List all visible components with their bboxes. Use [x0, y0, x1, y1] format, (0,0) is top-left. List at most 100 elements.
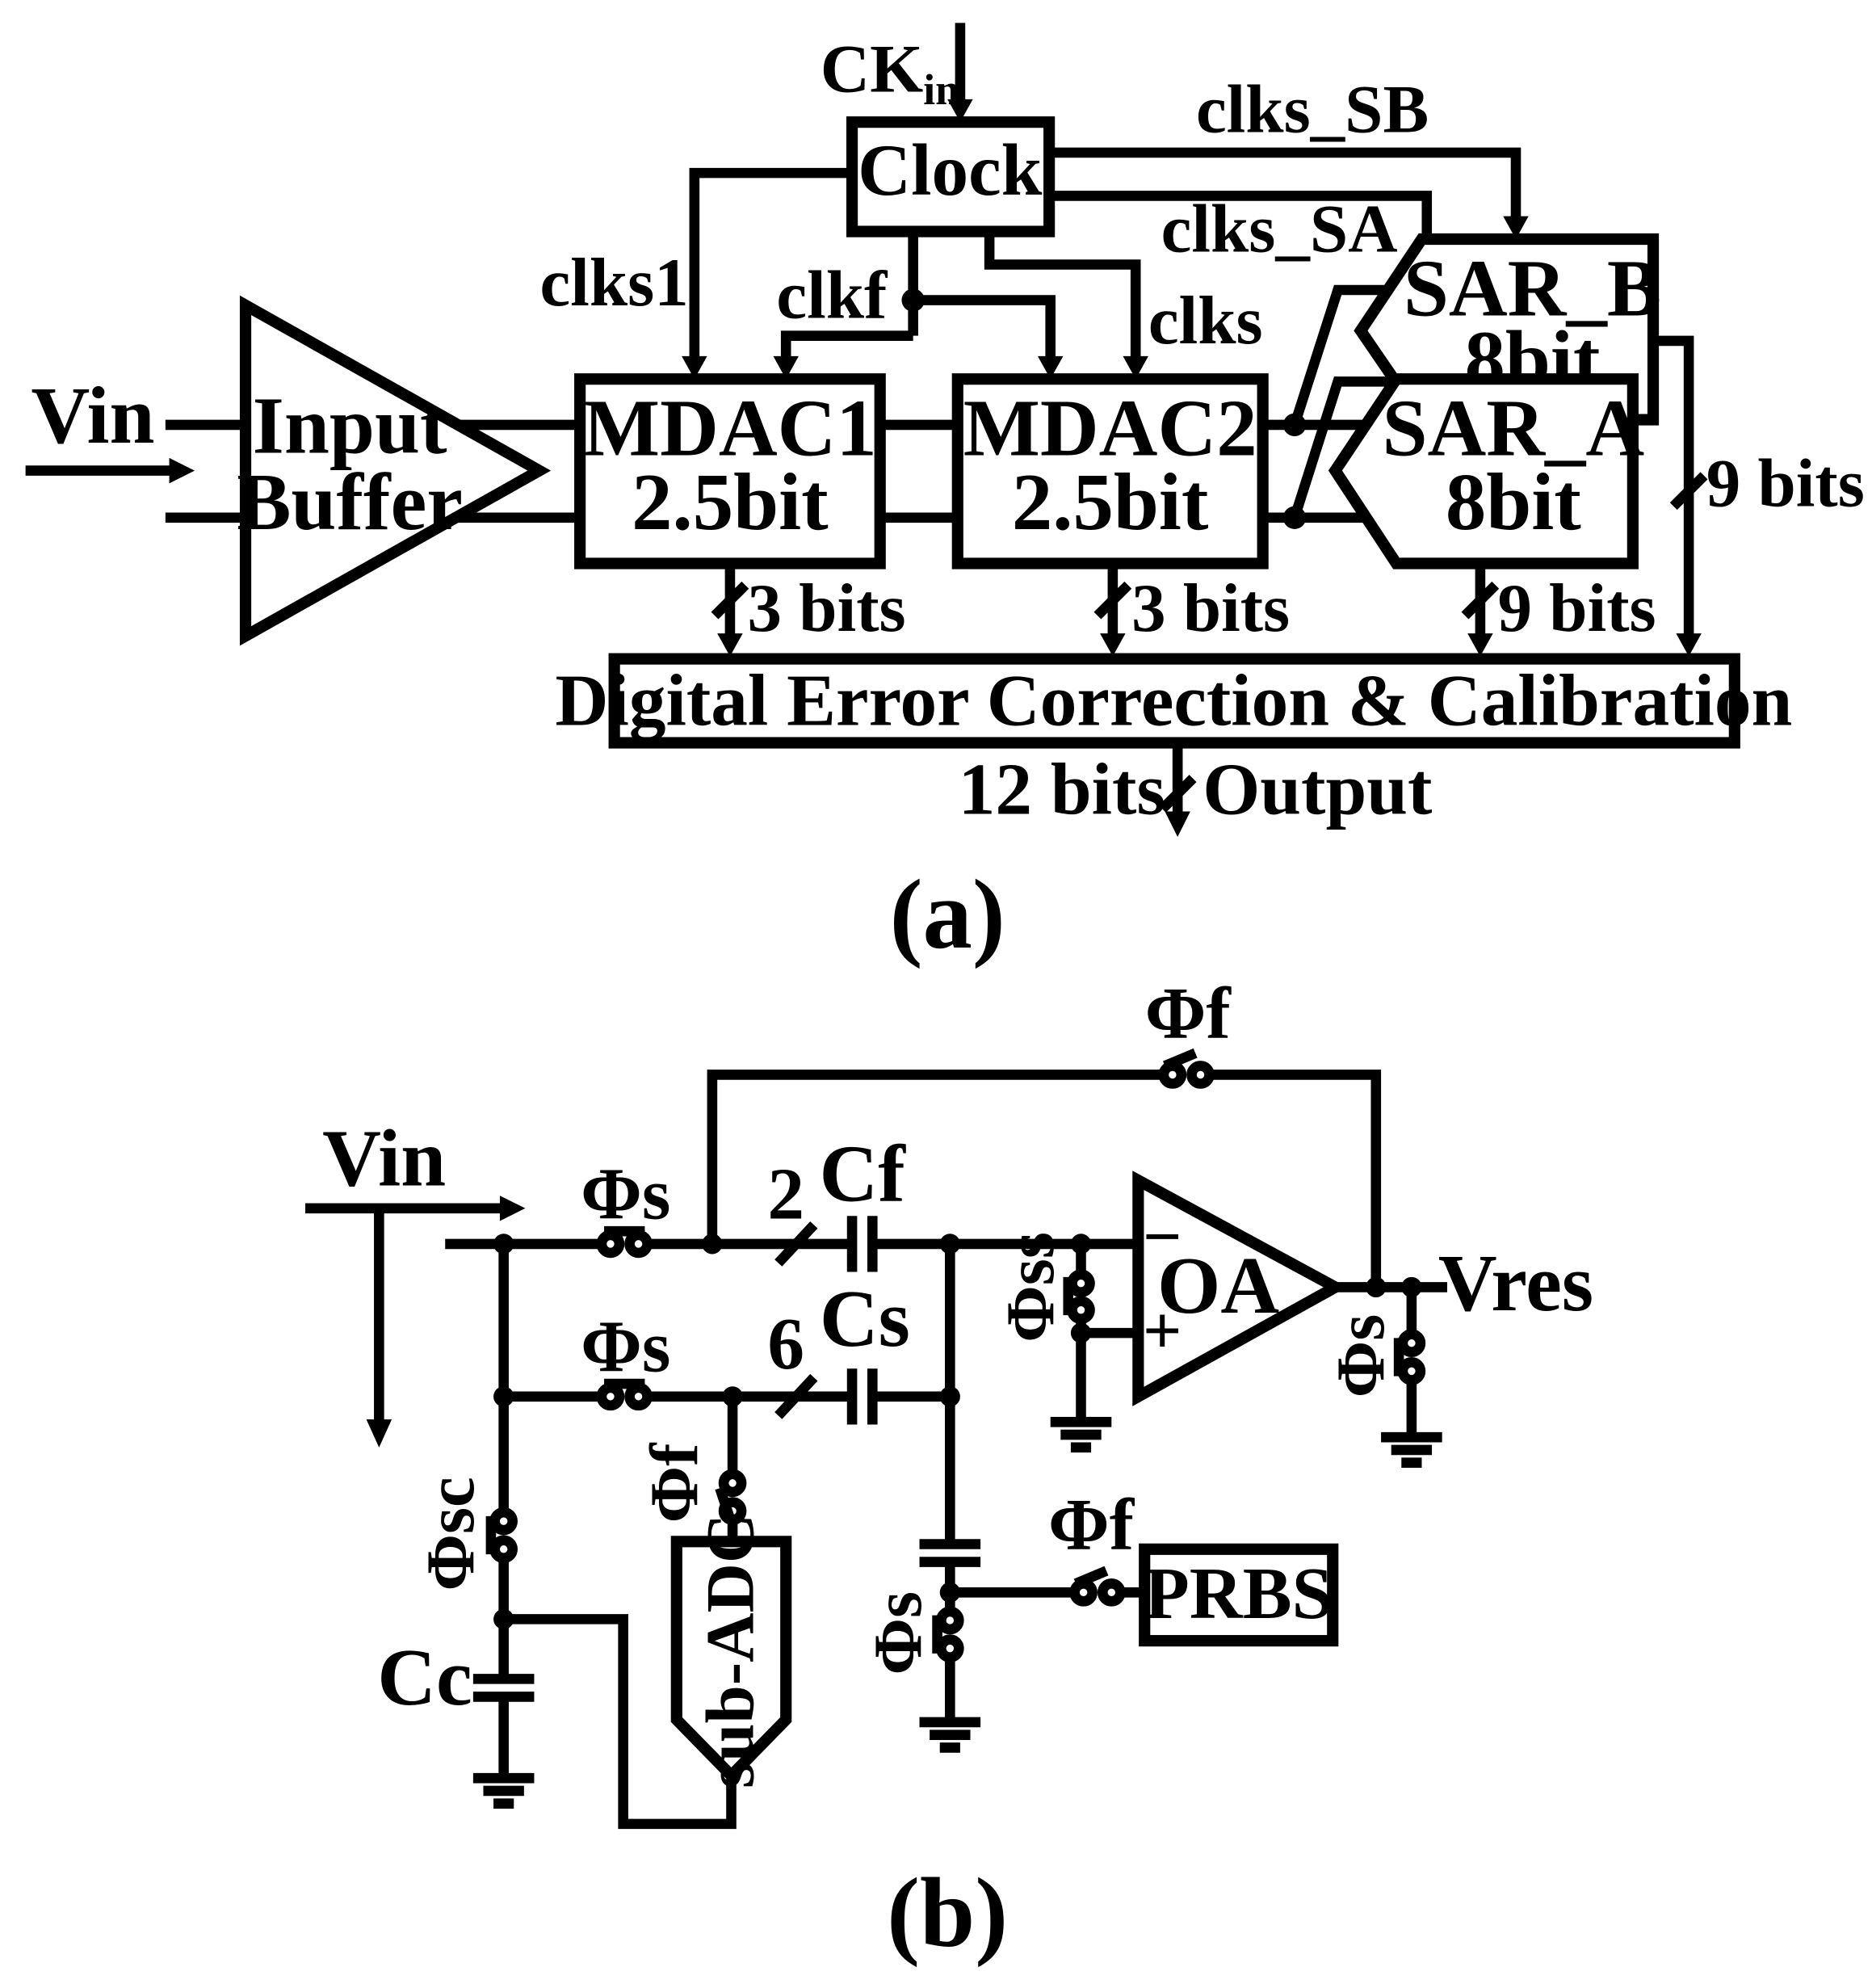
- sub-adc-block: [670, 1536, 792, 1784]
- clks-label: clks: [1148, 283, 1263, 359]
- summing-node-cs: [939, 1386, 960, 1407]
- phi-s-out-label: Φs: [1323, 1314, 1399, 1398]
- phi-s-out-switch-bottom: [1397, 1357, 1426, 1385]
- sar-b-output-arrowhead: [1676, 633, 1702, 657]
- phi-sc-label: Φsc: [413, 1477, 489, 1591]
- clks-sb-label: clks_SB: [1196, 72, 1429, 148]
- vin-a-arrowhead: [169, 457, 195, 484]
- vin-b-arrowhead-right: [499, 1196, 526, 1221]
- clks-sb-arrowhead: [1503, 216, 1529, 240]
- clock-label: Clock: [858, 129, 1042, 211]
- opamp-minus-sign: −: [1143, 1199, 1182, 1275]
- vin-b-label: Vin: [322, 1112, 446, 1203]
- input-buffer-label-1: Input: [253, 380, 447, 471]
- phi-f-prbs-label: Φf: [1048, 1484, 1135, 1566]
- phi-s-1-label: Φs: [581, 1153, 670, 1234]
- ckin-label: CKin: [821, 31, 959, 114]
- clkf-to-mdac1-wire: [780, 330, 913, 359]
- phi-f-top-switch-right: [1186, 1061, 1215, 1089]
- block-diagram-a: CKin Clock clks_SB clks_SA clks1 clkf cl…: [25, 23, 1865, 969]
- phi-sc-switch-top: [489, 1507, 518, 1536]
- phi-f-sub-switch-blade: [715, 1486, 735, 1520]
- phi-sc-switch-bottom: [489, 1535, 518, 1564]
- output-bits-label: 12 bits: [959, 749, 1165, 830]
- mdac1-bits-label: 3 bits: [748, 570, 906, 646]
- feedback-right-wire: [1209, 1070, 1382, 1288]
- opamp-plus-sign: +: [1143, 1292, 1182, 1368]
- prbs-label: PRBS: [1144, 1553, 1333, 1634]
- sar-b-label-1: SAR_B: [1404, 242, 1661, 333]
- sar-b-input-wire-top: [1290, 284, 1387, 427]
- mdac2-label-2: 2.5bit: [1012, 456, 1209, 547]
- clkf-label: clkf: [776, 258, 888, 334]
- mdac2-block: [951, 373, 1269, 570]
- sar-b-bits-label: 9 bits: [1706, 446, 1865, 522]
- cf-bus-slash: [774, 1221, 818, 1267]
- phi-s-prbs-switch-top: [935, 1606, 964, 1635]
- clks1-label: clks1: [540, 245, 689, 321]
- sar-b-input-wire-bottom: [1290, 376, 1400, 519]
- clks-wire: [984, 231, 1141, 359]
- phi-s-1-switch-right: [624, 1229, 653, 1259]
- clks-sa-label: clks_SA: [1161, 191, 1398, 267]
- mdac1-block: [574, 373, 886, 570]
- sar-a-bus-slash: [1461, 581, 1500, 620]
- sar-a-label-1: SAR_A: [1382, 383, 1644, 473]
- cs-mult-label: 6: [767, 1303, 804, 1385]
- phi-ss-switch-top: [1067, 1269, 1095, 1298]
- mdac1-label-1: MDAC1: [583, 383, 877, 473]
- clkf-mdac1-arrowhead: [773, 355, 799, 380]
- cf-label: Cf: [820, 1128, 907, 1218]
- phi-f-sub-switch-top: [718, 1469, 747, 1498]
- vin-a-label: Vin: [31, 370, 155, 460]
- output-arrowhead: [1165, 811, 1190, 838]
- sar-a-label-2: 8bit: [1446, 456, 1581, 547]
- phi-s-2-label: Φs: [581, 1305, 670, 1387]
- dec-block: [608, 653, 1740, 749]
- cs-bus-slash: [774, 1373, 818, 1419]
- sar-a-block: [1328, 373, 1639, 570]
- sar-a-bits-arrowhead: [1467, 633, 1493, 657]
- sar-b-output-wire: [1653, 335, 1694, 637]
- subadc-to-cc-wire: [503, 1614, 737, 1830]
- input-buffer: [239, 295, 552, 646]
- mdac-schematic-b: Vin Φs 2 Cf Φf OA − +: [305, 973, 1593, 1968]
- phi-ss-label: Φss: [993, 1232, 1068, 1343]
- phi-f-top-label: Φf: [1145, 973, 1232, 1054]
- sar-a-bits-label: 9 bits: [1498, 570, 1656, 646]
- cc-node: [493, 1608, 514, 1629]
- clkf-mdac2-arrowhead: [1037, 355, 1064, 380]
- mdac1-bits-arrowhead: [717, 633, 743, 657]
- cf-mult-label: 2: [767, 1153, 804, 1234]
- phi-s-2-switch-right: [624, 1382, 653, 1411]
- output-label: Output: [1203, 749, 1432, 830]
- mdac1-label-2: 2.5bit: [632, 456, 829, 547]
- caption-b: (b): [887, 1858, 1008, 1968]
- mdac2-bits-arrowhead: [1100, 633, 1126, 657]
- phi-s-prbs-switch-bottom: [935, 1634, 964, 1662]
- phi-f-prbs-switch-blade: [1073, 1566, 1109, 1589]
- sar-b-bus-slash: [1669, 472, 1708, 511]
- caption-a: (a): [890, 860, 1005, 969]
- phi-s-prbs-label: Φs: [860, 1591, 936, 1675]
- clks-arrowhead: [1123, 355, 1148, 380]
- phi-s-1-switch-left: [596, 1229, 625, 1259]
- mdac2-bus-slash: [1093, 581, 1132, 620]
- cc-label: Cc: [377, 1632, 472, 1722]
- output-node-feedback: [1366, 1276, 1387, 1298]
- mdac2-bits-label: 3 bits: [1131, 570, 1290, 646]
- phi-s-out-switch-top: [1397, 1329, 1426, 1358]
- ckin-arrowhead: [947, 99, 973, 123]
- clks1-wire: [689, 167, 853, 359]
- phi-s-2-switch-left: [596, 1382, 625, 1411]
- input-buffer-label-2: Buffer: [237, 456, 463, 547]
- mdac2-label-1: MDAC2: [963, 383, 1257, 473]
- vres-label: Vres: [1438, 1238, 1593, 1328]
- opamp-oa: [1132, 1171, 1348, 1406]
- phi-f-prbs-switch-right: [1097, 1578, 1126, 1607]
- dec-label: Digital Error Correction & Calibration: [556, 659, 1793, 741]
- vin-b-arrowhead-down: [366, 1419, 392, 1448]
- feedback-left-wire: [707, 1070, 1165, 1244]
